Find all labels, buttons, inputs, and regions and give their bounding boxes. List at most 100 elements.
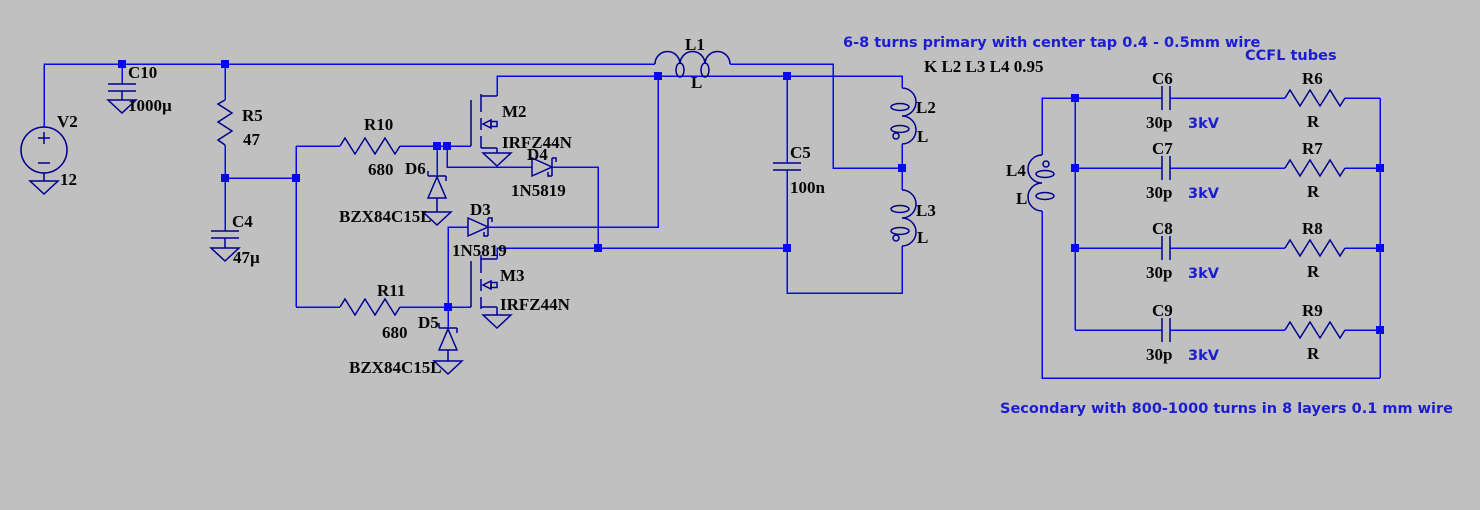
c9-value-label: 30p xyxy=(1146,345,1172,364)
ground-symbol[interactable] xyxy=(432,360,464,376)
junction-dot xyxy=(118,60,126,68)
primary-annotation: 6-8 turns primary with center tap 0.4 - … xyxy=(843,35,1260,51)
capacitor-c9-symbol[interactable] xyxy=(1161,318,1171,342)
capacitor-c10-symbol[interactable] xyxy=(106,83,138,115)
mosfet-m2-symbol[interactable] xyxy=(470,94,513,168)
c5-value-label: 100n xyxy=(790,178,826,197)
wire-centertap-feed[interactable] xyxy=(730,63,902,169)
r8-name-label: R8 xyxy=(1302,219,1323,238)
resistor-r6-symbol[interactable] xyxy=(1284,88,1346,108)
r8-value-label: R xyxy=(1307,262,1320,281)
coupling-annotation: K L2 L3 L4 0.95 xyxy=(924,57,1044,76)
body-arrow-box-icon xyxy=(490,120,498,128)
d3-value-label: 1N5819 xyxy=(452,241,507,260)
body-arrow-box-icon xyxy=(490,281,498,289)
d5-name-label: D5 xyxy=(418,313,439,332)
l1-name-label: L1 xyxy=(685,35,705,54)
inductor-l4-symbol[interactable] xyxy=(1027,154,1055,212)
phase-dot xyxy=(892,132,900,140)
resistor-r8-symbol[interactable] xyxy=(1284,238,1346,258)
ccfl-tubes-annotation: CCFL tubes xyxy=(1245,48,1337,64)
plus-icon xyxy=(38,132,50,144)
r6-value-label: R xyxy=(1307,112,1320,131)
ground-symbol[interactable] xyxy=(209,247,241,263)
capacitor-c7-symbol[interactable] xyxy=(1161,156,1171,180)
inductor-l2-symbol[interactable] xyxy=(890,87,917,145)
m2-name-label: M2 xyxy=(502,102,527,121)
junction-dot xyxy=(783,244,791,252)
c7-name-label: C7 xyxy=(1152,139,1173,158)
junction-dot xyxy=(783,72,791,80)
capacitor-c8-symbol[interactable] xyxy=(1161,236,1171,260)
junction-dot xyxy=(1376,164,1384,172)
resistor-r10-symbol[interactable] xyxy=(339,136,401,156)
c10-name-label: C10 xyxy=(128,63,157,82)
c10-value-label: 1000µ xyxy=(128,96,172,115)
diode-d3-symbol[interactable] xyxy=(467,216,493,238)
r11-value-label: 680 xyxy=(382,323,408,342)
voltage-source-v2-symbol[interactable] xyxy=(20,126,68,196)
wire-d3-net[interactable] xyxy=(447,76,659,307)
capacitor-c5-symbol[interactable] xyxy=(773,162,801,171)
wire-l4-bottom-return[interactable] xyxy=(1041,211,1380,379)
wire-m3-drain-rail[interactable] xyxy=(496,247,787,259)
wire-l4-top[interactable] xyxy=(1041,97,1075,155)
l1-value-label: L xyxy=(691,73,702,92)
ground-symbol[interactable] xyxy=(481,152,513,168)
l3-value-label: L xyxy=(917,228,928,247)
r7-value-label: R xyxy=(1307,182,1320,201)
d5-value-label: BZX84C15L xyxy=(349,358,442,377)
junction-dot xyxy=(221,60,229,68)
capacitor-c4-symbol[interactable] xyxy=(209,230,241,263)
junction-dot xyxy=(433,142,441,150)
zener-d6-symbol[interactable] xyxy=(421,171,453,227)
d3-name-label: D3 xyxy=(470,200,491,219)
wire-l3-return[interactable] xyxy=(786,246,903,294)
junction-dot xyxy=(1376,326,1384,334)
ground-symbol[interactable] xyxy=(28,180,60,196)
mosfet-m3-symbol[interactable] xyxy=(470,255,513,330)
r7-name-label: R7 xyxy=(1302,139,1323,158)
r10-value-label: 680 xyxy=(368,160,394,179)
ground-symbol[interactable] xyxy=(481,314,513,330)
diode-d4-symbol[interactable] xyxy=(531,156,557,178)
l2-value-label: L xyxy=(917,127,928,146)
c7-rating-label: 3kV xyxy=(1188,186,1220,202)
c6-rating-label: 3kV xyxy=(1188,116,1220,132)
wire-m2-drain-rail[interactable] xyxy=(496,75,903,96)
c4-name-label: C4 xyxy=(232,212,253,231)
c6-name-label: C6 xyxy=(1152,69,1173,88)
l3-name-label: L3 xyxy=(916,201,936,220)
ground-symbol[interactable] xyxy=(421,211,453,227)
l4-value-label: L xyxy=(1016,189,1027,208)
resistor-r11-symbol[interactable] xyxy=(339,297,401,317)
d4-name-label: D4 xyxy=(527,145,548,164)
zener-d5-symbol[interactable] xyxy=(432,323,464,376)
inductor-l3-symbol[interactable] xyxy=(890,189,917,247)
resistor-r5-symbol[interactable] xyxy=(216,99,234,146)
junction-dot xyxy=(292,174,300,182)
capacitor-c6-symbol[interactable] xyxy=(1161,86,1171,110)
ground-symbol[interactable] xyxy=(106,99,138,115)
wire-supply-top-rail[interactable] xyxy=(43,63,655,127)
junction-dot xyxy=(594,244,602,252)
r5-value-label: 47 xyxy=(243,130,261,149)
d4-value-label: 1N5819 xyxy=(511,181,566,200)
inductor-l1-symbol[interactable] xyxy=(654,50,731,78)
r11-name-label: R11 xyxy=(377,281,405,300)
wire-d4-net[interactable] xyxy=(446,146,599,248)
junction-dot xyxy=(1071,244,1079,252)
v2-value-label: 12 xyxy=(60,170,77,189)
d6-name-label: D6 xyxy=(405,159,426,178)
c6-value-label: 30p xyxy=(1146,113,1172,132)
phase-dot xyxy=(1042,160,1050,168)
junction-dot xyxy=(654,72,662,80)
junction-dots xyxy=(118,60,1384,334)
c7-value-label: 30p xyxy=(1146,183,1172,202)
r9-value-label: R xyxy=(1307,344,1320,363)
resistor-r7-symbol[interactable] xyxy=(1284,158,1346,178)
junction-dot xyxy=(1376,244,1384,252)
body-arrow-icon xyxy=(481,279,492,291)
resistor-r9-symbol[interactable] xyxy=(1284,320,1346,340)
